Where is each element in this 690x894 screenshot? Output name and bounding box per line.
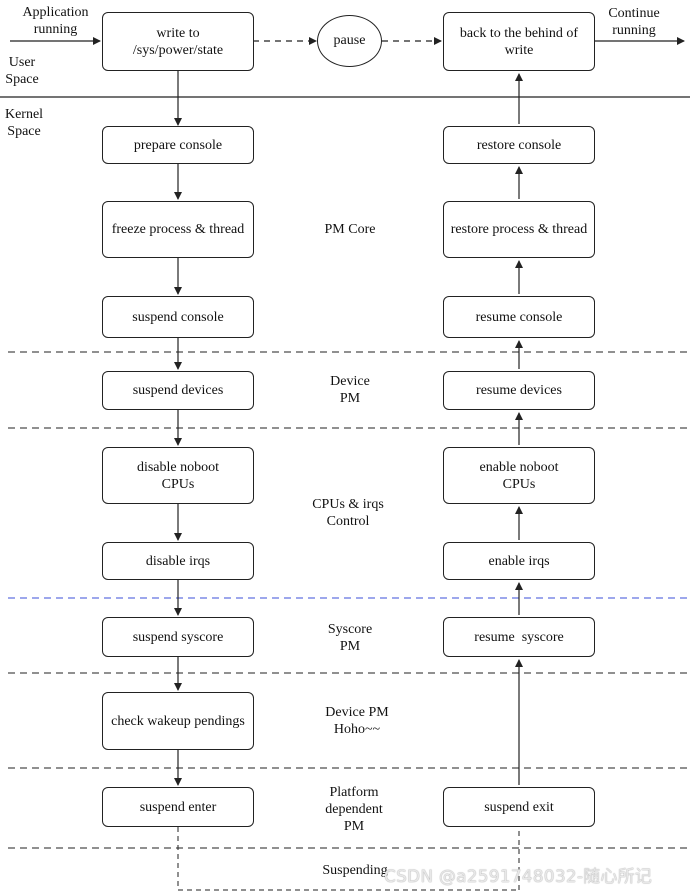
- section-syscore-pm: Syscore PM: [327, 622, 373, 654]
- watermark: CSDN @a2591748032-随心所记: [384, 867, 652, 887]
- back-to-write-box: back to the behind of write: [443, 12, 595, 71]
- suspending-loop: [177, 827, 520, 891]
- user-space-label: User Space: [5, 55, 39, 87]
- resume-syscore-box: resume syscore: [443, 617, 595, 657]
- disable-irqs-box: disable irqs: [102, 542, 254, 580]
- prepare-console-box: prepare console: [102, 126, 254, 164]
- kernel-space-label: Kernel Space: [4, 107, 44, 139]
- restore-process-thread-box: restore process & thread: [443, 201, 595, 258]
- suspend-console-box: suspend console: [102, 296, 254, 338]
- freeze-process-thread-box: freeze process & thread: [102, 201, 254, 258]
- suspend-exit-box: suspend exit: [443, 787, 595, 827]
- suspend-syscore-box: suspend syscore: [102, 617, 254, 657]
- enable-irqs-box: enable irqs: [443, 542, 595, 580]
- section-cpus-irqs-control: CPUs & irqs Control: [312, 497, 384, 529]
- section-suspending: Suspending: [322, 863, 388, 878]
- application-running-label: Application running: [22, 5, 89, 37]
- resume-console-box: resume console: [443, 296, 595, 338]
- section-device-pm-hoho: Device PM Hoho~~: [325, 705, 389, 737]
- section-separators: [8, 351, 690, 849]
- enable-noboot-cpus-box: enable noboot CPUs: [443, 447, 595, 504]
- restore-console-box: restore console: [443, 126, 595, 164]
- suspend-devices-box: suspend devices: [102, 371, 254, 410]
- disable-noboot-cpus-box: disable noboot CPUs: [102, 447, 254, 504]
- continue-running-label: Continue running: [608, 6, 660, 38]
- pause-circle: pause: [317, 15, 382, 67]
- suspend-enter-box: suspend enter: [102, 787, 254, 827]
- section-pm-core: PM Core: [324, 222, 376, 237]
- write-power-state-box: write to /sys/power/state: [102, 12, 254, 71]
- section-platform-dependent-pm: Platform dependent PM: [325, 785, 383, 834]
- check-wakeup-pendings-box: check wakeup pendings: [102, 692, 254, 750]
- resume-devices-box: resume devices: [443, 371, 595, 410]
- section-device-pm: Device PM: [330, 374, 370, 406]
